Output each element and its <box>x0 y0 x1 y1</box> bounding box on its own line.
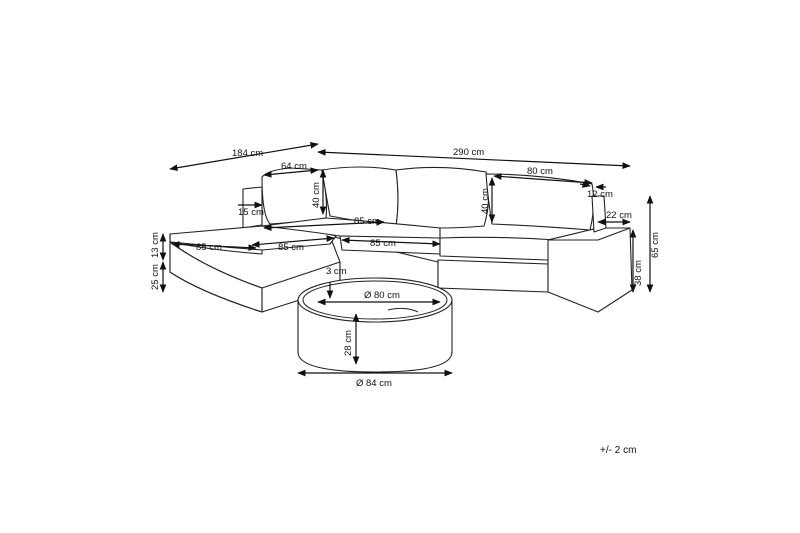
label-85-chaise-left: 85 cm <box>196 242 222 253</box>
label-64: 64 cm <box>281 161 307 172</box>
label-85-center-seat: 85 cm <box>370 238 396 249</box>
label-22: 22 cm <box>606 210 632 221</box>
label-290: 290 cm <box>453 147 484 158</box>
label-40-left: 40 cm <box>311 182 322 208</box>
label-38: 38 cm <box>633 260 644 286</box>
label-28: 28 cm <box>343 330 354 356</box>
dimension-lines <box>159 141 654 377</box>
label-d84: Ø 84 cm <box>356 378 392 389</box>
right-seat-cushion <box>439 236 559 261</box>
right-arm-post <box>591 195 607 233</box>
tolerance-note: +/- 2 cm <box>600 445 636 456</box>
left-armrest <box>242 186 263 229</box>
label-85-chaise-right: 85 cm <box>278 242 304 253</box>
center-back-cushion <box>395 166 490 229</box>
label-d80: Ø 80 cm <box>364 290 400 301</box>
sofa-drawing <box>169 166 633 373</box>
right-armrest <box>547 227 633 313</box>
label-85-center-top: 85 cm <box>354 216 380 227</box>
label-80: 80 cm <box>527 166 553 177</box>
label-13: 13 cm <box>150 232 161 258</box>
dimension-labels: 184 cm 290 cm 64 cm 40 cm 15 cm 85 cm 85… <box>150 147 661 456</box>
label-25: 25 cm <box>150 264 161 290</box>
label-15: 15 cm <box>238 207 264 218</box>
label-12: 12 cm <box>587 189 613 200</box>
label-184: 184 cm <box>232 148 263 159</box>
label-40-right: 40 cm <box>480 188 491 214</box>
label-65: 65 cm <box>650 232 661 258</box>
label-3: 3 cm <box>326 266 347 277</box>
